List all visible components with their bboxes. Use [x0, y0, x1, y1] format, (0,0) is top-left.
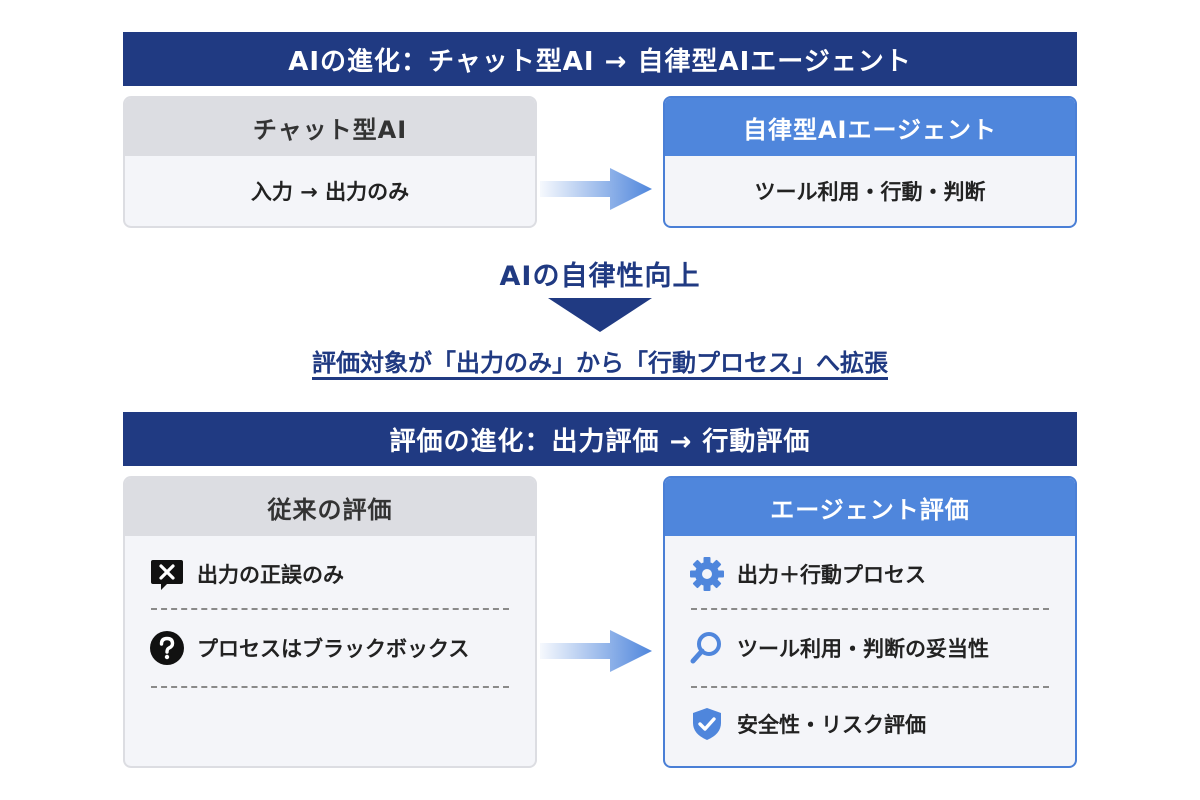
down-triangle-icon — [548, 298, 652, 332]
list-item-text: 安全性・リスク評価 — [737, 713, 926, 737]
list-item-text: ツール利用・判断の妥当性 — [737, 637, 989, 661]
traditional-eval-card-title: 従来の評価 — [125, 478, 535, 536]
agent-ai-card-title: 自律型AIエージェント — [665, 98, 1075, 156]
divider — [151, 608, 509, 610]
gear-icon — [690, 557, 724, 591]
divider — [691, 686, 1049, 688]
list-item: ツール利用・判断の妥当性 — [689, 628, 1051, 668]
list-item: 出力の正誤のみ — [149, 554, 511, 594]
chat-ai-card-body: 入力 → 出力のみ — [250, 180, 410, 204]
magnifier-icon — [690, 632, 721, 664]
traditional-eval-card: 従来の評価 出力の正誤のみ プロセスはブラックボックス — [123, 476, 537, 768]
list-item: 出力＋行動プロセス — [689, 554, 1051, 594]
section1-banner-text: AIの進化：チャット型AI → 自律型AIエージェント — [288, 46, 912, 77]
list-item: 安全性・リスク評価 — [689, 704, 1051, 744]
list-item-text: 出力＋行動プロセス — [737, 563, 926, 587]
list-item-text: 出力の正誤のみ — [197, 563, 344, 587]
list-item: プロセスはブラックボックス — [149, 628, 511, 668]
question-icon — [150, 631, 184, 665]
divider — [691, 608, 1049, 610]
agent-ai-card: 自律型AIエージェント ツール利用・行動・判断 — [663, 96, 1077, 228]
divider — [151, 686, 509, 688]
right-arrow-icon — [540, 168, 652, 210]
agent-ai-card-body: ツール利用・行動・判断 — [754, 180, 986, 204]
agent-eval-card-title: エージェント評価 — [665, 478, 1075, 536]
autonomy-label: AIの自律性向上 — [499, 261, 701, 292]
section1-banner: AIの進化：チャット型AI → 自律型AIエージェント — [123, 32, 1077, 86]
section2-banner-text: 評価の進化：出力評価 → 行動評価 — [389, 426, 811, 457]
section2-banner: 評価の進化：出力評価 → 行動評価 — [123, 412, 1077, 466]
summary-text-content: 評価対象が「出力のみ」から「行動プロセス」へ拡張 — [312, 349, 888, 377]
chat-ai-card-title: チャット型AI — [125, 98, 535, 156]
list-item-text: プロセスはブラックボックス — [197, 637, 470, 661]
x-bubble-icon — [151, 560, 183, 590]
agent-eval-card: エージェント評価 出力＋行動プロセス ツール利用・判断の妥当性 — [663, 476, 1077, 768]
shield-check-icon — [693, 708, 721, 740]
right-arrow-icon — [540, 630, 652, 672]
summary-text: 評価対象が「出力のみ」から「行動プロセス」へ拡張 — [0, 343, 1200, 378]
chat-ai-card: チャット型AI 入力 → 出力のみ — [123, 96, 537, 228]
